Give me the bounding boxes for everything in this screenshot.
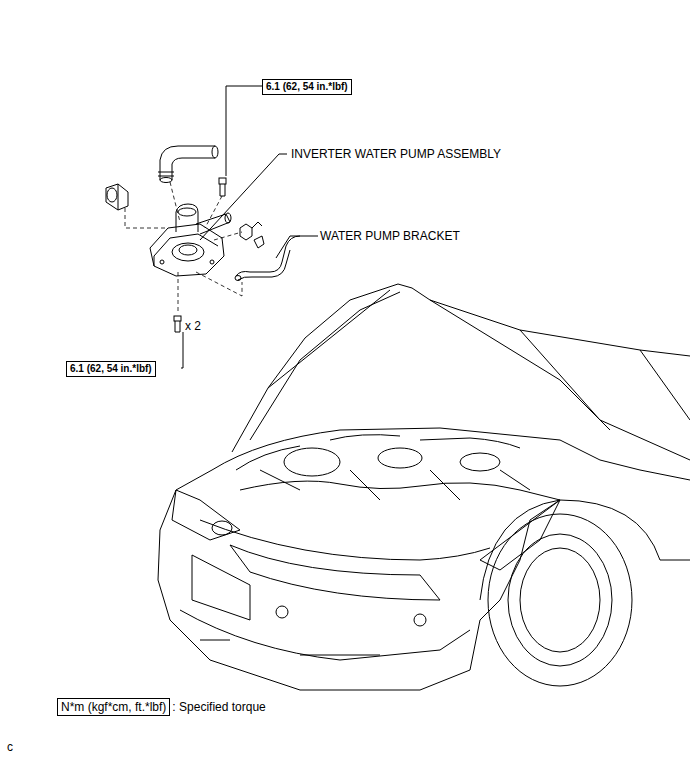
bolt (219, 178, 226, 196)
bolt (174, 316, 181, 332)
assembly-lines (125, 182, 242, 314)
legend-text: : Specified torque (171, 700, 266, 714)
legend-box: N*m (kgf*cm, ft.*lbf) (57, 698, 170, 716)
part-name: INVERTER WATER PUMP ASSEMBLY (290, 147, 502, 161)
hose (158, 146, 218, 183)
torque-box: 6.1 (62, 54 in.*lbf) (262, 79, 352, 95)
figure-mark: c (6, 740, 14, 754)
torque-text: 6.1 (62, 54 in.*lbf) (266, 81, 348, 92)
torque-box: 6.1 (62, 54 in.*lbf) (66, 361, 156, 377)
leader-lines (181, 86, 318, 368)
bracket (235, 236, 300, 281)
torque-text: N*m (kgf*cm, ft.*lbf) (61, 700, 166, 714)
pump (150, 204, 231, 276)
part-name: WATER PUMP BRACKET (319, 229, 461, 243)
nut (240, 222, 264, 248)
car (158, 284, 690, 690)
connector (106, 184, 128, 210)
torque-text: 6.1 (62, 54 in.*lbf) (70, 363, 152, 374)
quantity: x 2 (184, 319, 202, 333)
